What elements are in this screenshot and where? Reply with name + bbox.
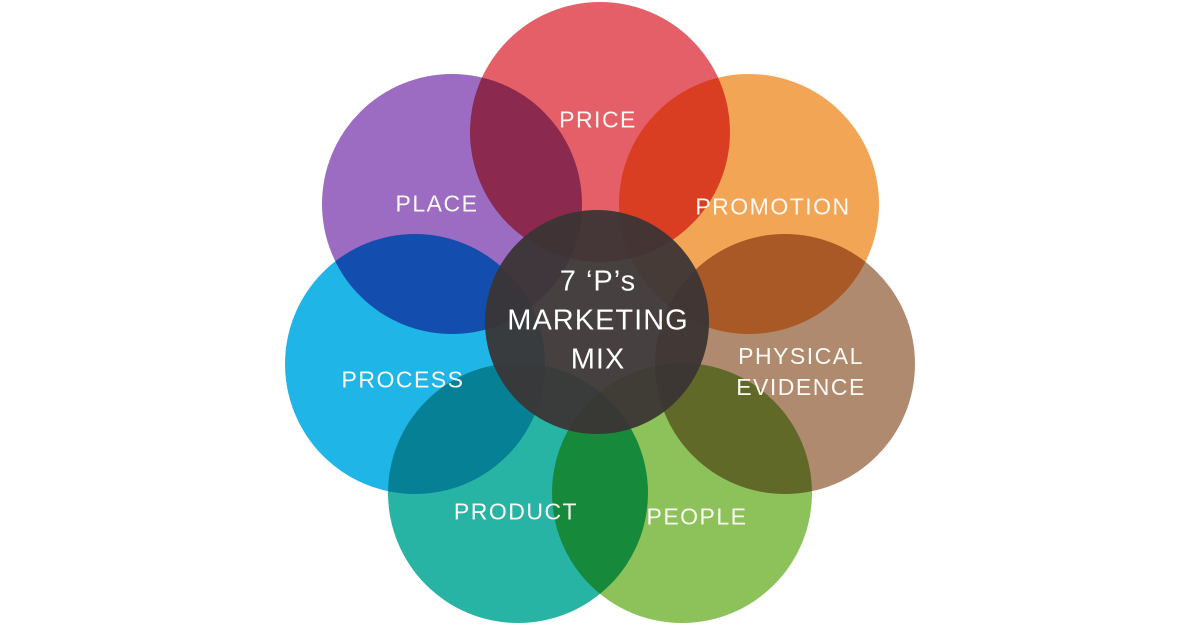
process-label: PROCESS — [341, 366, 465, 393]
product-label: PRODUCT — [453, 498, 579, 525]
physical-evidence-label-line1: PHYSICAL — [738, 343, 864, 369]
center-title-line1: 7 ‘P’s — [559, 265, 637, 298]
center-title: 7 ‘P’s MARKETING MIX — [507, 263, 688, 380]
center-title-line3: MIX — [570, 343, 626, 376]
center-title-line2: MARKETING — [507, 304, 689, 337]
place-label: PLACE — [395, 190, 479, 217]
physical-evidence-label: PHYSICAL EVIDENCE — [736, 341, 866, 403]
people-label: PEOPLE — [646, 503, 748, 530]
price-label: PRICE — [559, 106, 637, 133]
center-circle — [485, 210, 709, 434]
promotion-label: PROMOTION — [695, 193, 851, 220]
physical-evidence-label-line2: EVIDENCE — [736, 374, 866, 400]
